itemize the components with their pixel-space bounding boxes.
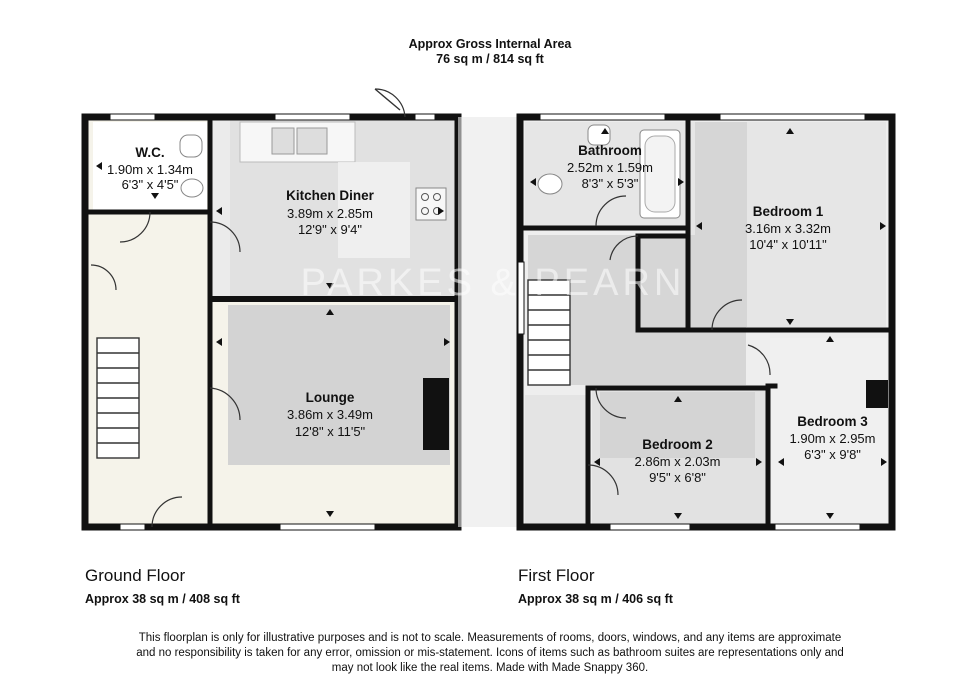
ground-floor-title: Ground Floor: [85, 566, 186, 585]
dimension-markers: [96, 128, 887, 519]
wc-metric: 1.90m x 1.34m: [107, 162, 193, 177]
wc-imperial: 6'3" x 4'5": [121, 177, 179, 192]
first-stairs: [527, 279, 571, 386]
bathroom-basin-icon: [587, 124, 611, 146]
wc-toilet-icon: [180, 178, 204, 198]
disclaimer-line-2: and no responsibility is taken for any e…: [136, 647, 844, 659]
kitchen-name: Kitchen Diner: [286, 188, 374, 203]
disclaimer-line-3: may not look like the real items. Made w…: [331, 662, 649, 674]
bedroom1-imperial: 10'4" x 10'11": [749, 237, 827, 252]
hob-icon: [415, 187, 447, 221]
gross-area-title: Approx Gross Internal Area: [408, 37, 572, 51]
bedroom3-floor: [770, 338, 887, 524]
bedroom2-name: Bedroom 2: [642, 437, 713, 452]
bedroom2-imperial: 9'5" x 6'8": [649, 470, 706, 485]
bedroom1-name: Bedroom 1: [752, 204, 824, 219]
lounge-shade: [228, 305, 450, 465]
bathroom-imperial: 8'3" x 5'3": [581, 176, 639, 191]
bedroom3-imperial: 6'3" x 9'8": [804, 447, 861, 462]
bedroom2-shade: [600, 392, 755, 458]
bathroom-name: Bathroom: [578, 143, 642, 158]
kitchen-metric: 3.89m x 2.85m: [287, 206, 373, 221]
bedroom2-metric: 2.86m x 2.03m: [634, 454, 721, 469]
first-floor-plan: [516, 113, 896, 531]
kitchen-drainer-icon: [296, 127, 328, 155]
wc-basin-icon: [179, 134, 203, 158]
gross-area-value: 76 sq m / 814 sq ft: [436, 52, 544, 66]
first-doors: [587, 195, 771, 496]
ground-floor-plan: [81, 88, 462, 531]
kitchen-island: [338, 162, 410, 258]
lounge-metric: 3.86m x 3.49m: [287, 407, 373, 422]
first-floor-area: Approx 38 sq m / 406 sq ft: [518, 592, 673, 606]
first-windows: [517, 113, 866, 531]
lounge-name: Lounge: [305, 390, 355, 405]
kitchen-imperial: 12'9" x 9'4": [297, 222, 363, 237]
kitchen-sink-icon: [271, 127, 295, 155]
ground-windows: [109, 113, 436, 531]
bedroom1-metric: 3.16m x 3.32m: [745, 221, 831, 236]
first-floor-title: First Floor: [518, 566, 595, 585]
bedroom3-metric: 1.90m x 2.95m: [789, 431, 876, 446]
ground-stairs: [96, 337, 140, 459]
fireplace: [423, 378, 449, 450]
watermark-text: PARKES & PEARN: [300, 262, 686, 304]
bedroom3-name: Bedroom 3: [797, 414, 868, 429]
ground-floor-area: Approx 38 sq m / 408 sq ft: [85, 592, 240, 606]
wc-name: W.C.: [135, 145, 165, 160]
watermark-band: [458, 117, 520, 527]
bathroom-metric: 2.52m x 1.59m: [567, 160, 653, 175]
bedroom3-chimney: [866, 380, 888, 408]
ground-doors: [90, 88, 406, 528]
lounge-imperial: 12'8" x 11'5": [294, 424, 366, 439]
cupboard-floor: [525, 395, 587, 524]
disclaimer-line-1: This floorplan is only for illustrative …: [138, 632, 842, 644]
bathroom-toilet-icon: [537, 173, 563, 195]
